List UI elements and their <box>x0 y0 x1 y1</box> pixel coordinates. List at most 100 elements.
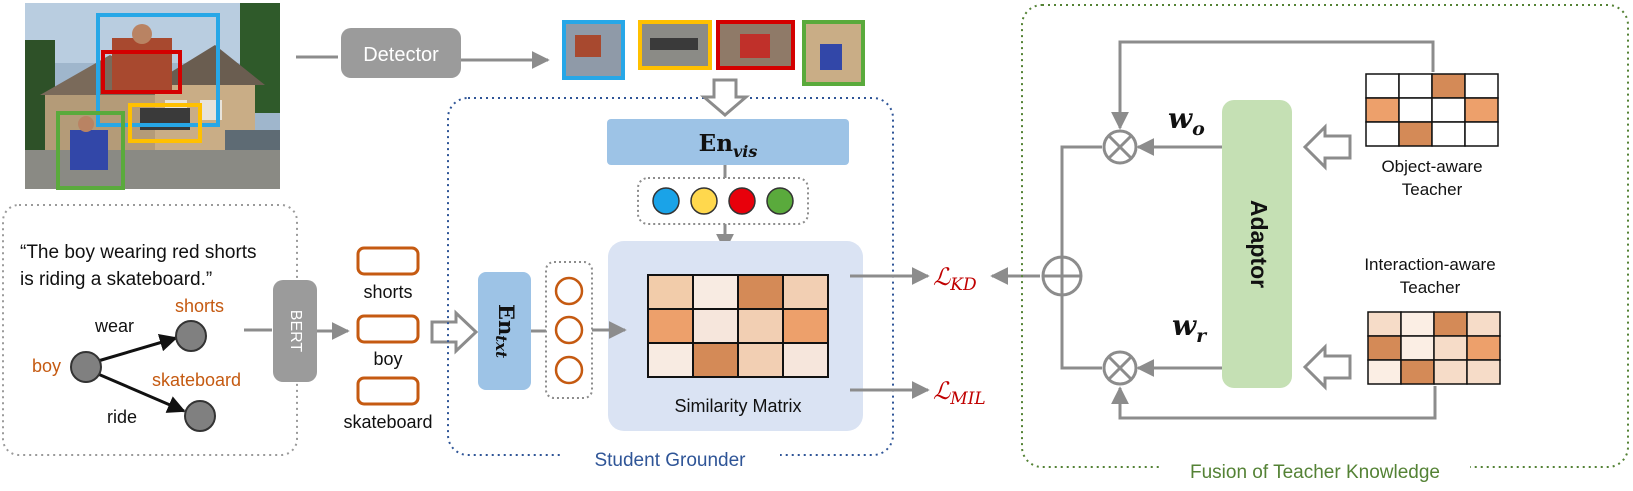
similarity-cell <box>647 342 694 378</box>
object-teacher-cell <box>1365 73 1400 99</box>
token-label-boy: boy <box>373 349 402 369</box>
similarity-cell <box>647 308 694 344</box>
en-vis-label: Envis <box>699 130 758 161</box>
detector-label: Detector <box>363 44 439 66</box>
detector-box <box>341 28 461 78</box>
token-label-skateboard: skateboard <box>343 412 432 432</box>
similarity-label: Similarity Matrix <box>674 396 801 416</box>
edge-wear-label: wear <box>94 316 134 336</box>
edge-ride-label: ride <box>107 407 137 427</box>
similarity-cell <box>692 274 739 310</box>
similarity-cell <box>782 274 829 310</box>
sentence-line1: “The boy wearing red shorts <box>20 242 257 263</box>
loss-kd: ℒKD <box>933 263 977 295</box>
visual-feature-dot <box>766 187 794 215</box>
token-box-boy <box>356 314 420 344</box>
interaction-teacher-cell <box>1466 359 1501 385</box>
object-teacher-label-line2: Teacher <box>1402 180 1463 199</box>
multiply-op-top <box>1102 129 1138 165</box>
fusion-title-bg <box>1160 454 1470 482</box>
add-op <box>1041 255 1083 297</box>
bert-box <box>273 280 317 382</box>
loss-kd-base: ℒ <box>933 263 951 291</box>
edge-wear <box>97 333 178 363</box>
token-label-shorts: shorts <box>363 282 412 302</box>
en-vis-box <box>607 119 849 165</box>
en-txt-base: En <box>495 304 520 335</box>
similarity-cell <box>692 308 739 344</box>
text-feature-circle <box>554 355 584 385</box>
node-skateboard <box>184 400 216 432</box>
interaction-teacher-cell <box>1466 311 1501 337</box>
object-teacher-cell <box>1365 97 1400 123</box>
similarity-cell <box>782 342 829 378</box>
object-teacher-cell <box>1398 97 1433 123</box>
node-boy <box>70 351 102 383</box>
tokens-to-entxt-arrow <box>430 309 479 355</box>
bottom-branch-line <box>1060 294 1102 370</box>
adaptor-label: Adaptor <box>1246 200 1272 288</box>
weight-wr: wr <box>1172 309 1208 347</box>
interaction-teacher-cell <box>1400 335 1435 361</box>
object-teacher-grid <box>1365 73 1499 147</box>
similarity-cell <box>737 274 784 310</box>
student-title: Student Grounder <box>594 450 746 471</box>
similarity-matrix-grid <box>647 274 829 378</box>
object-teacher-cell <box>1365 121 1400 147</box>
node-boy-label: boy <box>32 356 61 376</box>
similarity-cell <box>737 308 784 344</box>
fusion-panel <box>1021 4 1629 468</box>
similarity-cell <box>737 342 784 378</box>
en-txt-label: Entxt <box>492 304 520 358</box>
object-teacher-label-line1: Object-aware <box>1381 157 1482 176</box>
loss-mil-base: ℒ <box>933 377 951 405</box>
text-feature-circle <box>554 315 584 345</box>
crops-to-envis-arrow <box>699 78 751 117</box>
weight-wo-sub: o <box>1192 118 1205 140</box>
visual-feature-dot <box>652 187 680 215</box>
interaction-teacher-feedback-line <box>1111 386 1437 420</box>
visual-feature-dots <box>652 187 794 215</box>
interaction-teacher-cell <box>1400 359 1435 385</box>
similarity-cell <box>782 308 829 344</box>
similarity-cell <box>692 342 739 378</box>
bert-label: BERT <box>287 310 304 353</box>
interaction-teacher-cell <box>1433 359 1468 385</box>
node-shorts-label: shorts <box>175 296 224 316</box>
object-teacher-cell <box>1431 97 1466 123</box>
node-skateboard-label: skateboard <box>152 370 241 390</box>
text-feature-circle <box>554 276 584 306</box>
interaction-teacher-cell <box>1367 311 1402 337</box>
interaction-teacher-label-line1: Interaction-aware <box>1364 255 1495 274</box>
interaction-teacher-cell <box>1400 311 1435 337</box>
object-teacher-to-adaptor-arrow <box>1302 123 1352 171</box>
object-teacher-cell <box>1464 73 1499 99</box>
top-branch-line <box>1060 145 1102 258</box>
interaction-teacher-cell <box>1433 311 1468 337</box>
source-photo <box>25 3 280 190</box>
similarity-cell <box>647 274 694 310</box>
object-teacher-cell <box>1398 121 1433 147</box>
en-vis-sub: vis <box>733 142 757 161</box>
node-shorts <box>175 320 207 352</box>
interaction-teacher-cell <box>1367 359 1402 385</box>
crop-thumbnails <box>562 20 865 86</box>
loss-mil-sub: MIL <box>949 389 985 409</box>
sentence-line2: is riding a skateboard.” <box>20 269 212 290</box>
edge-ride <box>97 372 186 413</box>
object-teacher-cell <box>1431 121 1466 147</box>
visual-feature-dot <box>728 187 756 215</box>
visual-feature-group <box>637 177 809 225</box>
fusion-connectors <box>1060 40 1437 420</box>
weight-wo-base: w <box>1168 102 1193 135</box>
object-teacher-cell <box>1431 73 1466 99</box>
token-list: shorts boy skateboard <box>343 246 433 432</box>
interaction-teacher-label-line2: Teacher <box>1400 278 1461 297</box>
interaction-teacher-to-adaptor-arrow <box>1302 343 1352 391</box>
fusion-title: Fusion of Teacher Knowledge <box>1190 462 1440 483</box>
visual-feature-dot <box>690 187 718 215</box>
en-vis-base: En <box>699 130 734 157</box>
student-title-bg <box>560 442 780 470</box>
